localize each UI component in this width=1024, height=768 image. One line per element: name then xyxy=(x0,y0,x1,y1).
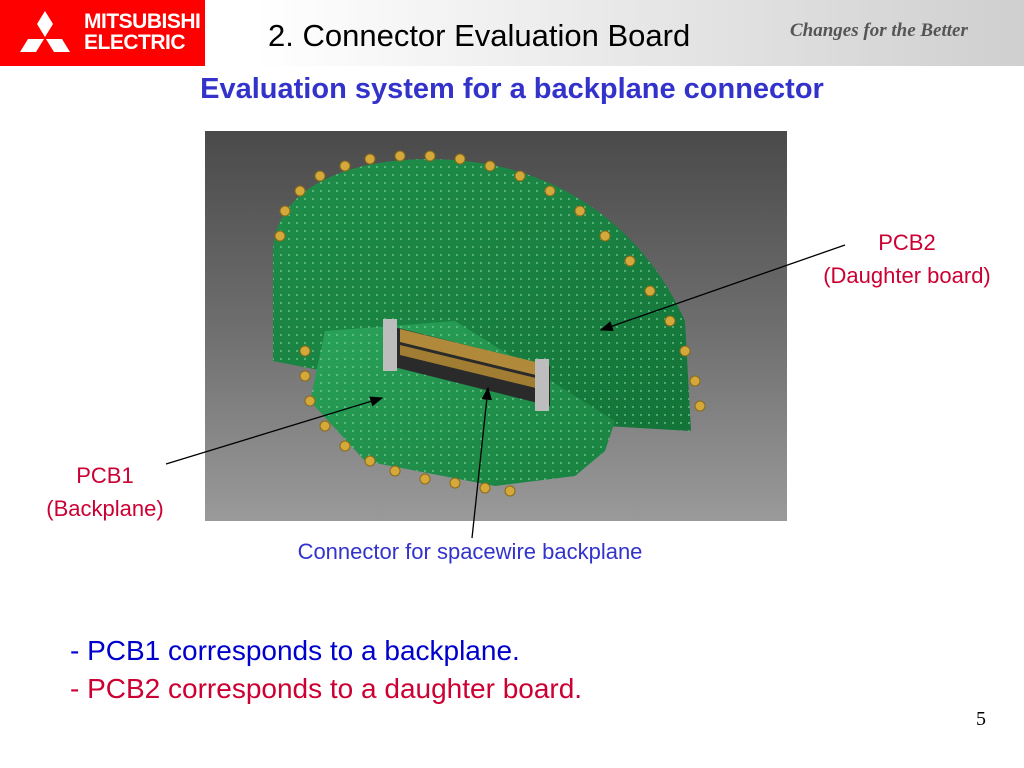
pcb1-label: PCB1 (Backplane) xyxy=(20,459,190,525)
bullet-list: - PCB1 corresponds to a backplane. - PCB… xyxy=(70,632,582,708)
corporate-tagline: Changes for the Better xyxy=(790,20,968,41)
connector-pointer-arrow xyxy=(471,386,492,539)
mitsubishi-logo: MITSUBISHI ELECTRIC xyxy=(0,0,205,66)
pcb2-label-desc: (Daughter board) xyxy=(823,263,991,288)
pcb1-label-desc: (Backplane) xyxy=(46,496,164,521)
page-number: 5 xyxy=(976,708,986,730)
connector-caption: Connector for spacewire backplane xyxy=(297,539,643,564)
logo-text-line1: MITSUBISHI xyxy=(84,10,201,33)
slide-title: 2. Connector Evaluation Board xyxy=(268,18,691,53)
pcb2-label-name: PCB2 xyxy=(878,230,936,255)
evaluation-board-photo xyxy=(205,131,787,521)
bullet-item-pcb1: - PCB1 corresponds to a backplane. xyxy=(70,635,520,666)
bullet-item-pcb2: - PCB2 corresponds to a daughter board. xyxy=(70,673,583,704)
pcb1-pointer-arrow xyxy=(165,396,384,465)
logo-text-line2: ELECTRIC xyxy=(84,31,186,54)
three-diamonds-icon xyxy=(20,11,70,52)
pcb2-pointer-arrow xyxy=(599,244,846,332)
slide-subtitle: Evaluation system for a backplane connec… xyxy=(200,73,824,105)
pcb1-label-name: PCB1 xyxy=(76,463,134,488)
pcb2-label: PCB2 (Daughter board) xyxy=(797,226,1017,292)
slide-header: MITSUBISHI ELECTRIC 2. Connector Evaluat… xyxy=(0,0,1024,66)
